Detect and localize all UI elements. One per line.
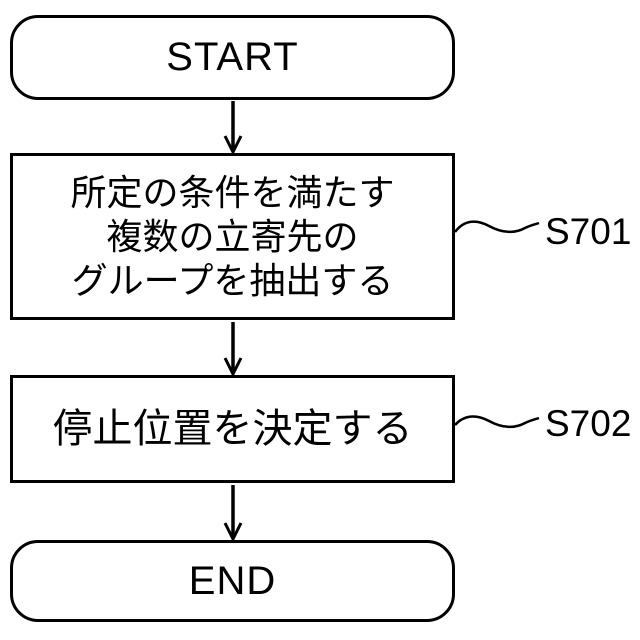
start-node: START bbox=[10, 15, 455, 100]
process-s701-line-3: グループを抽出する bbox=[71, 259, 394, 301]
arrow-down-icon bbox=[223, 485, 243, 540]
process-node-s702: 停止位置を決定する bbox=[10, 375, 455, 483]
process-node-s702-text: 停止位置を決定する bbox=[53, 407, 413, 451]
step-label-s701: S701 bbox=[545, 211, 632, 252]
tilde-connector-s701 bbox=[454, 220, 540, 234]
process-node-s701: 所定の条件を満たす 複数の立寄先の グループを抽出する bbox=[10, 153, 455, 320]
step-label-s702: S702 bbox=[545, 403, 632, 444]
end-node: END bbox=[10, 540, 455, 622]
end-node-label: END bbox=[188, 558, 277, 603]
tilde-connector-s702 bbox=[454, 415, 540, 429]
process-s701-line-1: 所定の条件を満たす bbox=[70, 171, 395, 213]
arrow-down-icon bbox=[223, 322, 243, 375]
process-node-s701-text: 所定の条件を満たす 複数の立寄先の グループを抽出する bbox=[70, 171, 394, 303]
arrow-down-icon bbox=[223, 101, 243, 153]
process-s702-line-1: 停止位置を決定する bbox=[52, 407, 413, 451]
start-node-label: START bbox=[166, 35, 299, 79]
process-s701-line-2: 複数の立寄先の bbox=[106, 215, 359, 257]
